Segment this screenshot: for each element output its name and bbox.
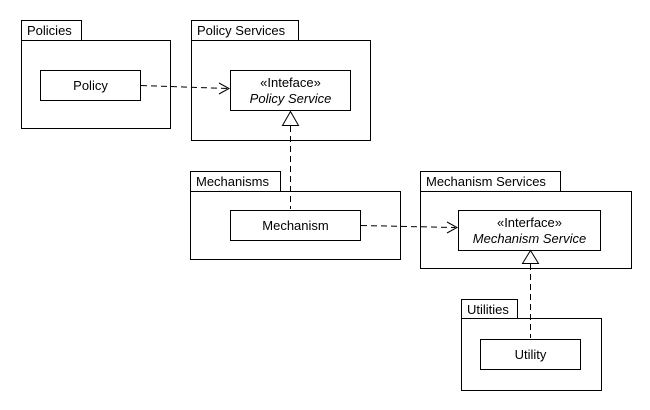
class-mechanism: Mechanism [230, 210, 361, 241]
class-mechanism-label: Mechanism [262, 218, 329, 233]
interface-policy-service-label: Policy Service [249, 90, 332, 106]
class-policy: Policy [40, 70, 141, 101]
package-tab-policy-services: Policy Services [191, 20, 299, 41]
class-utility-label: Utility [514, 347, 547, 362]
package-tab-utilities: Utilities [461, 299, 518, 319]
package-tab-mechanisms: Mechanisms [190, 171, 281, 192]
package-tab-policies: Policies [21, 20, 82, 41]
interface-policy-service-stereotype: «Inteface» [260, 74, 321, 90]
class-policy-label: Policy [73, 78, 108, 93]
interface-mechanism-service-stereotype: «Interface» [496, 214, 563, 230]
interface-policy-service: «Inteface» Policy Service [230, 70, 351, 111]
interface-mechanism-service-label: Mechanism Service [472, 230, 587, 246]
interface-mechanism-service: «Interface» Mechanism Service [458, 210, 601, 251]
class-utility: Utility [480, 339, 581, 370]
package-tab-mechanism-services: Mechanism Services [420, 171, 561, 192]
